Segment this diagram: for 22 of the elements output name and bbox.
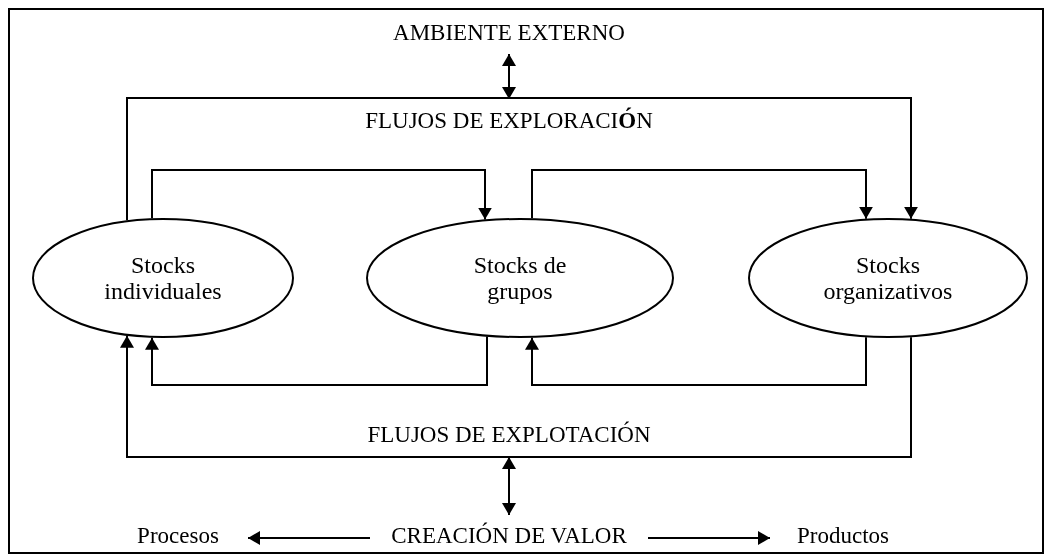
stock-ellipse [32,218,294,338]
arrow [151,169,492,221]
node-label: Productos [797,523,889,549]
arrow [502,456,516,516]
arrow [247,531,371,545]
node-label: Stocks individuales [103,251,223,305]
arrow [126,97,918,222]
stock-ellipse [366,218,674,338]
node-label: Procesos [137,523,219,549]
node-label: CREACIÓN DE VALOR [391,523,627,549]
arrow [502,53,516,100]
node-label: FLUJOS DE EXPLOTACIÓN [367,422,651,448]
node-label: Stocks de grupos [472,251,568,305]
arrow [120,334,912,458]
stock-ellipse [748,218,1028,338]
arrow [145,335,488,386]
arrow [647,531,771,545]
node-label: AMBIENTE EXTERNO [393,20,625,46]
node-label: Stocks organizativos [822,251,954,305]
arrow [531,169,873,220]
arrow [525,336,867,386]
node-label: FLUJOS DE EXPLORACIÓN [365,108,653,134]
